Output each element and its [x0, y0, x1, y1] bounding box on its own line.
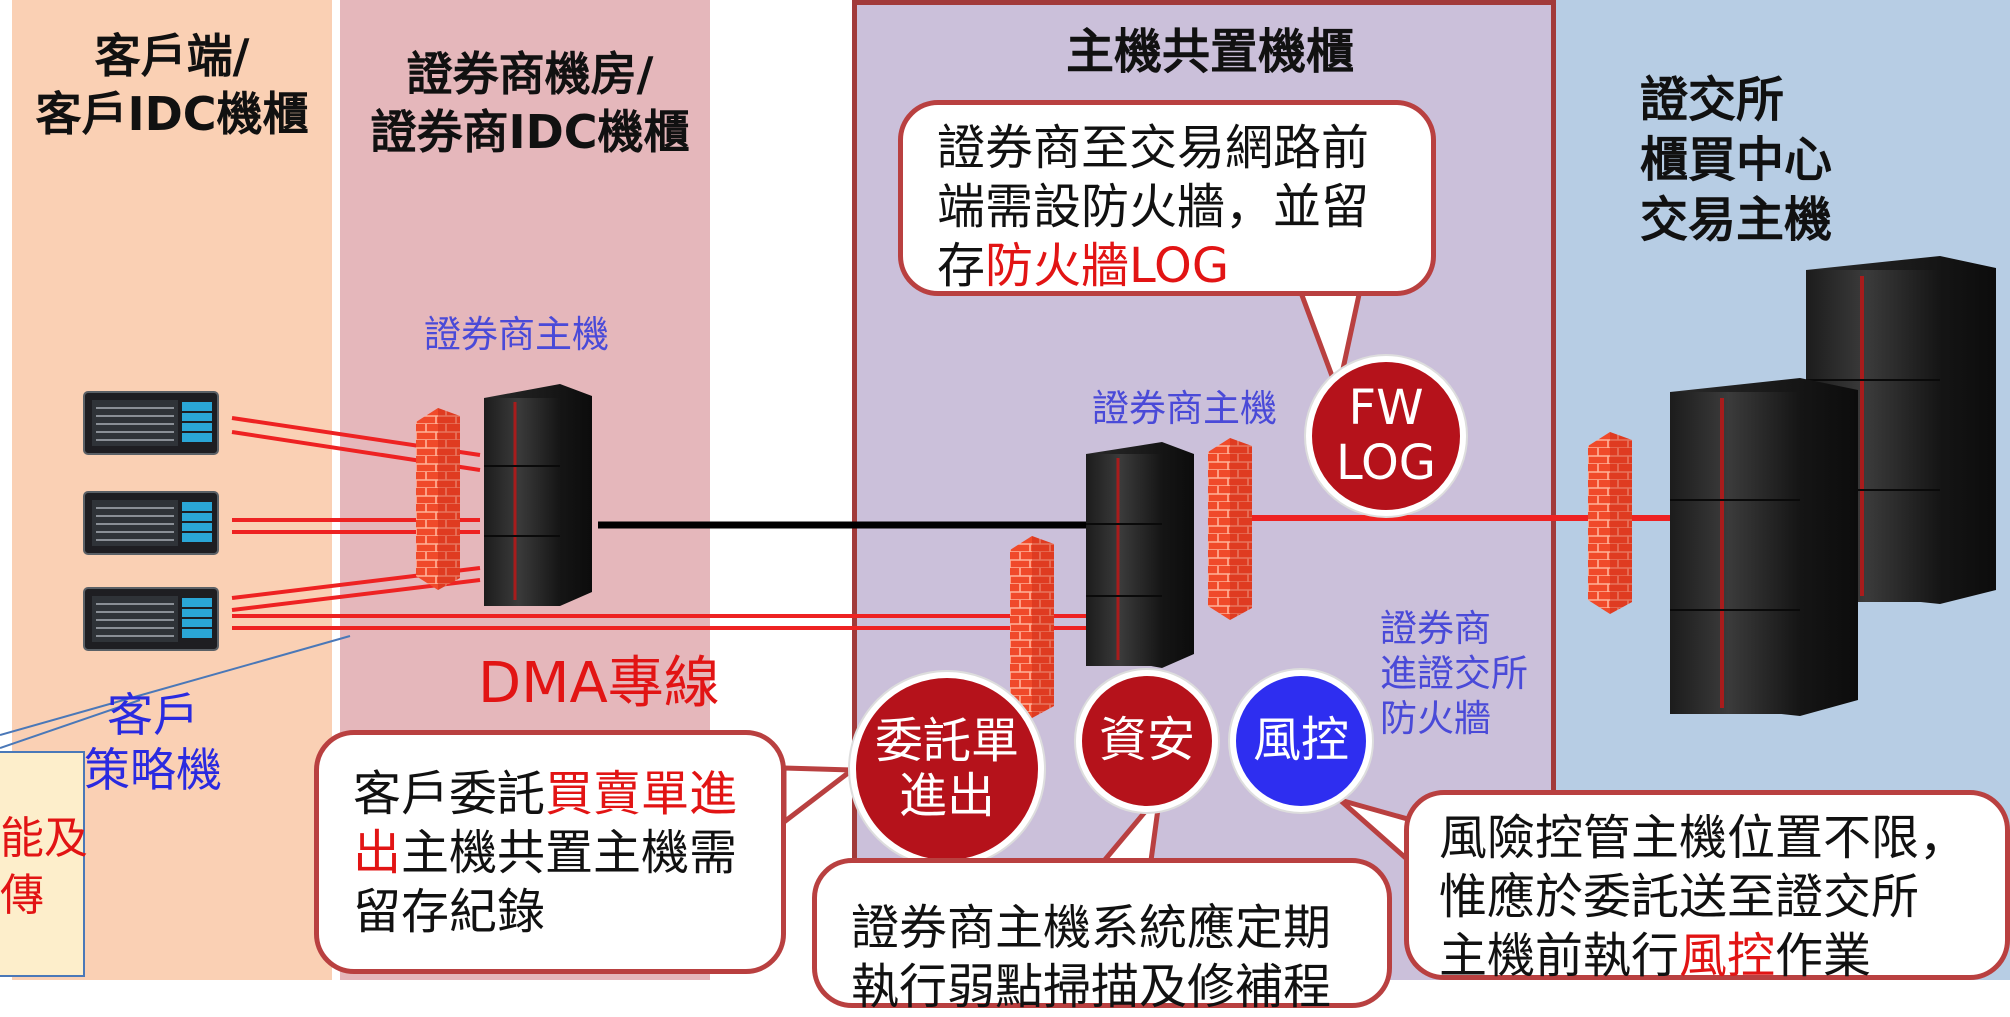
broker-title-line2: 證券商IDC機櫃 [370, 104, 690, 159]
callout-order-line3: 留存紀錄 [353, 884, 546, 941]
order-line2: 進出 [898, 768, 995, 824]
client-strategy-line1: 客戶 [107, 688, 199, 742]
exchange-zone-title: 證交所 櫃買中心 交易主機 [1640, 70, 1832, 250]
colo-tower-server-icon [1086, 442, 1194, 668]
broker-fw-line2: 進證交所 [1380, 652, 1528, 696]
colo-firewall-right-icon [1208, 438, 1252, 620]
pointer-lines [0, 635, 351, 749]
exchange-title-line1: 證交所 [1640, 72, 1785, 128]
broker-zone-title: 證券商機房/ 證券商IDC機櫃 [340, 46, 720, 161]
callout-fw-line2: 端需設防火牆，並留 [937, 179, 1370, 236]
callout-system-scan: 證券商主機系統應定期 執行弱點掃描及修補程 [812, 858, 1392, 1015]
callout-risk-line3-suffix: 作業 [1775, 928, 1872, 985]
client-title-line2: 客戶IDC機櫃 [35, 86, 309, 141]
risk-badge: 風控 [1230, 670, 1372, 812]
fw-log-line1: FW [1348, 379, 1424, 436]
callout-risk-line1: 風險控管主機位置不限， [1439, 810, 1968, 866]
left-note-box [0, 751, 85, 977]
colo-broker-host-label: 證券商主機 [1092, 387, 1277, 430]
client-strategy-label: 客戶 策略機 [84, 688, 222, 798]
infosec-badge: 資安 [1076, 670, 1218, 812]
callout-order-record: 客戶委託買賣單進 出主機共置主機需 留存紀錄 [314, 730, 786, 974]
callout-order-line2-suffix: 主機共置主機需 [401, 825, 738, 882]
broker-firewall-icon [416, 408, 460, 590]
fw-log-line2: LOG [1335, 435, 1436, 491]
exchange-tower-server-back-icon [1806, 256, 1996, 604]
client-strategy-line2: 策略機 [84, 743, 222, 798]
broker-fw-label: 證券商 進證交所 防火牆 [1380, 606, 1528, 741]
colo-zone-title: 主機共置機櫃 [1065, 24, 1354, 80]
callout-risk-control: 風險控管主機位置不限， 惟應於委託送至證交所 主機前執行風控作業 [1404, 790, 2010, 984]
client-rack-server-3 [83, 587, 219, 651]
callout-order-line1-prefix: 客戶委託 [353, 766, 546, 822]
order-line1: 委託單 [874, 712, 1019, 769]
left-note-line1: 能及 [0, 813, 88, 864]
broker-fw-line3: 防火牆 [1380, 697, 1491, 741]
colo-firewall-left-icon [1010, 536, 1054, 718]
callout-firewall-log: 證券商至交易網路前 端需設防火牆，並留 存防火牆LOG [898, 100, 1436, 296]
dma-line-label: DMA專線 [478, 651, 720, 716]
client-title-line1: 客戶端/ [94, 29, 250, 83]
exchange-firewall-icon [1588, 432, 1632, 614]
callout-risk-line3-highlight: 風控 [1679, 928, 1776, 985]
left-note-line2: 傳 [0, 870, 44, 922]
left-note-fragment: 能及 傳 [0, 810, 88, 924]
callout-fw-line3-highlight: 防火牆LOG [985, 238, 1230, 295]
client-zone-title: 客戶端/ 客戶IDC機櫃 [12, 28, 332, 143]
network-diagram [0, 256, 1996, 977]
callout-risk-line3-prefix: 主機前執行 [1439, 928, 1680, 985]
exchange-title-line2: 櫃買中心 [1640, 132, 1833, 188]
callout-fw-line1: 證券商至交易網路前 [937, 120, 1370, 176]
callout-scan-line1: 證券商主機系統應定期 [851, 900, 1332, 956]
client-rack-server-1 [83, 391, 219, 455]
callout-scan-line2: 執行弱點掃描及修補程 [851, 959, 1332, 1016]
client-rack-server-2 [83, 491, 219, 555]
callout-fw-line3-prefix: 存 [937, 238, 986, 295]
broker-host-label: 證券商主機 [424, 313, 609, 356]
order-badge: 委託單進出 [850, 672, 1044, 866]
exchange-tower-server-front-icon [1670, 378, 1858, 716]
broker-title-line1: 證券商機房/ [406, 47, 654, 101]
exchange-title-line3: 交易主機 [1640, 192, 1833, 248]
callout-order-line2-highlight: 出 [353, 825, 402, 882]
callout-risk-line2: 惟應於委託送至證交所 [1439, 869, 1920, 926]
callout-order-line1-highlight: 買賣單進 [545, 766, 738, 822]
broker-tower-server-icon [484, 384, 592, 606]
broker-fw-line1: 證券商 [1380, 607, 1491, 650]
callout-tail-order-record [781, 765, 855, 825]
